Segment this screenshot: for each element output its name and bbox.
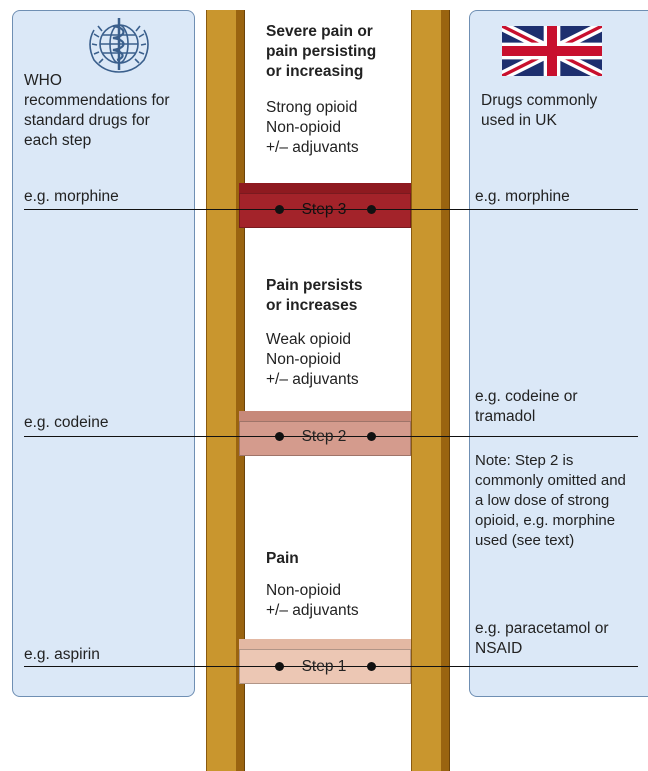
who-emblem-icon [89, 18, 149, 73]
uk-note-line: commonly omitted and [475, 472, 626, 489]
who-heading-line: WHO [24, 72, 62, 89]
step3-drug-line: +/– adjuvants [266, 139, 359, 156]
uk-note-line: opioid, e.g. morphine [475, 512, 616, 529]
uk-note-line: used (see text) [475, 532, 575, 549]
who-example-step3: e.g. morphine [24, 188, 119, 205]
ladder-left-rail [206, 10, 245, 771]
uk-flag-icon [502, 26, 602, 76]
step1-connector [24, 666, 638, 667]
who-panel [12, 10, 195, 697]
uk-step1-line: NSAID [475, 640, 523, 657]
step2-drug-line: Non-opioid [266, 351, 341, 368]
uk-example-step1: e.g. paracetamol or NSAID [475, 619, 645, 659]
uk-heading-line: Drugs commonly [481, 92, 598, 109]
uk-step2-line: tramadol [475, 408, 536, 425]
step1-drug-line: Non-opioid [266, 582, 341, 599]
step1-label: Step 1 [301, 658, 347, 675]
step2-title: Pain persists or increases [266, 276, 411, 316]
step2-connector [24, 436, 638, 437]
step3-dot-right [367, 205, 376, 214]
step1-title: Pain [266, 549, 411, 569]
step2-drug-line: +/– adjuvants [266, 371, 359, 388]
uk-example-step3: e.g. morphine [475, 188, 570, 205]
uk-note-line: Note: Step 2 is [475, 452, 574, 469]
who-heading-line: recommendations for [24, 92, 170, 109]
who-heading-line: standard drugs for [24, 112, 150, 129]
step2-label: Step 2 [301, 428, 347, 445]
step2-rung [239, 411, 411, 456]
step3-drug-line: Strong opioid [266, 99, 358, 116]
step3-connector [24, 209, 638, 210]
who-heading: WHO recommendations for standard drugs f… [24, 71, 194, 151]
step3-drug-line: Non-opioid [266, 119, 341, 136]
uk-step2-line: e.g. codeine or [475, 388, 578, 405]
step2-dot-left [275, 432, 284, 441]
uk-example-step2: e.g. codeine or tramadol [475, 387, 645, 427]
ladder-right-rail [411, 10, 450, 771]
uk-note-line: a low dose of strong [475, 492, 610, 509]
uk-panel [469, 10, 648, 697]
step3-title-line: Severe pain or [266, 23, 373, 40]
step1-drug-line: +/– adjuvants [266, 602, 359, 619]
step3-title-line: or increasing [266, 63, 364, 80]
step2-drugs: Weak opioid Non-opioid +/– adjuvants [266, 330, 411, 390]
step1-title-line: Pain [266, 550, 299, 567]
step1-dot-left [275, 662, 284, 671]
step2-dot-right [367, 432, 376, 441]
step3-drugs: Strong opioid Non-opioid +/– adjuvants [266, 98, 411, 158]
step2-drug-line: Weak opioid [266, 331, 352, 348]
step3-title-line: pain persisting [266, 43, 377, 60]
uk-heading-line: used in UK [481, 112, 557, 129]
uk-note: Note: Step 2 is commonly omitted and a l… [475, 451, 647, 551]
step2-title-line: Pain persists [266, 277, 363, 294]
uk-step1-line: e.g. paracetamol or [475, 620, 609, 637]
uk-heading: Drugs commonly used in UK [481, 91, 641, 131]
step3-dot-left [275, 205, 284, 214]
step3-label: Step 3 [301, 201, 347, 218]
step1-drugs: Non-opioid +/– adjuvants [266, 581, 411, 621]
who-heading-line: each step [24, 132, 92, 149]
step1-dot-right [367, 662, 376, 671]
who-example-step2: e.g. codeine [24, 414, 109, 431]
step3-title: Severe pain or pain persisting or increa… [266, 22, 411, 82]
step3-rung [239, 183, 411, 228]
who-example-step1: e.g. aspirin [24, 646, 100, 663]
step2-title-line: or increases [266, 297, 358, 314]
